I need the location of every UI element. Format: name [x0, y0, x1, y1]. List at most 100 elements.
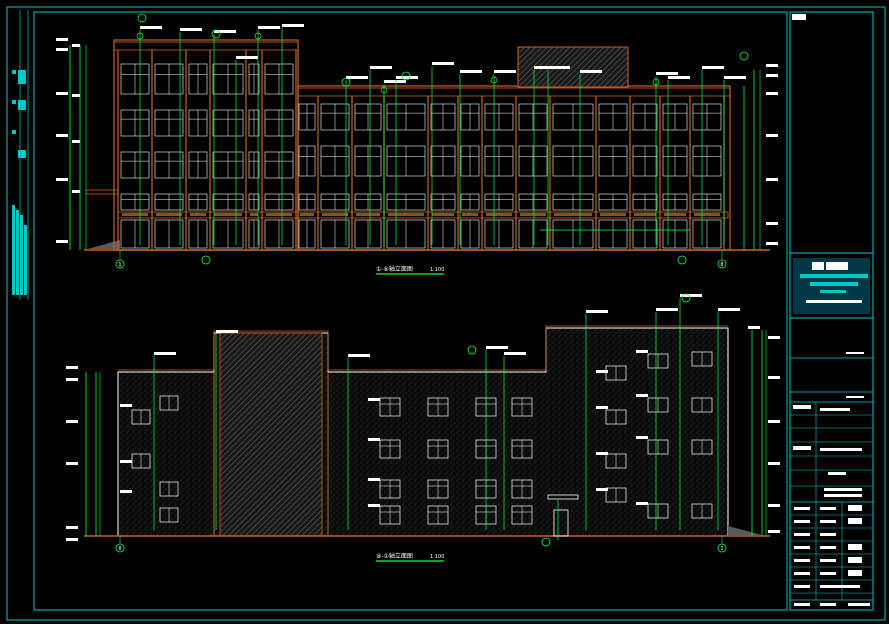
leader-tag [596, 452, 608, 455]
leader-tag [370, 66, 392, 69]
inner-frame [33, 11, 788, 611]
leader-tag [282, 24, 304, 27]
detail-marker [401, 71, 411, 81]
bottom-axis-left: 8 [115, 536, 125, 553]
leader-tag [432, 62, 454, 65]
leader-tag [668, 76, 690, 79]
leader-tag [154, 352, 176, 355]
shopfront-sign [432, 213, 454, 216]
leader-tag [636, 350, 648, 353]
leader-tag [724, 76, 746, 79]
leader-tag [180, 28, 202, 31]
top-elevation-scale: 1:100 [430, 267, 444, 273]
leader-tag [486, 346, 508, 349]
bottom-elevation-title: ⑧-①轴立面图 [376, 552, 413, 560]
leader-tag [548, 66, 570, 69]
leader-tag [656, 308, 678, 311]
leader-tag [120, 404, 132, 407]
shopfront-sign [462, 213, 478, 216]
shopfront-sign [156, 213, 182, 216]
leader-tag [368, 478, 380, 481]
leader-tag [636, 436, 648, 439]
leader-tag [596, 406, 608, 409]
leader-tag [460, 70, 482, 73]
shopfront-sign [214, 213, 242, 216]
bottom-axis-right: 1 [717, 536, 727, 553]
leader-tag [504, 352, 526, 355]
leader-tag [368, 438, 380, 441]
shopfront-sign [554, 213, 592, 216]
leader-tag [120, 490, 132, 493]
leader-tag [534, 66, 556, 69]
leader-tag [348, 354, 370, 357]
leader-tag [140, 26, 162, 29]
shopfront-sign [190, 213, 206, 216]
detail-marker [137, 13, 147, 23]
top-elevation-title: ①-⑧轴立面图 [376, 265, 413, 273]
leader-tag [718, 308, 740, 311]
bottom-elevation-scale: 1:100 [430, 554, 444, 560]
leader-tag [346, 76, 368, 79]
detail-marker [739, 51, 749, 61]
shopfront-sign [486, 213, 512, 216]
shopfront-sign [520, 213, 546, 216]
titleblock-grid [790, 502, 873, 606]
bottom-axis-right-label: 1 [720, 546, 723, 552]
building-logo-icon [800, 262, 868, 303]
detail-marker [677, 255, 687, 265]
top-window-grid [120, 63, 722, 211]
top-facade-right-block [297, 85, 731, 251]
leader-tag [702, 66, 724, 69]
detail-marker [211, 29, 221, 39]
shopfront-sign [694, 213, 720, 216]
detail-marker [341, 77, 351, 87]
shopfront-sign [250, 213, 258, 216]
bottom-stair-tower [219, 332, 323, 537]
shopfront-sign [266, 213, 292, 216]
shopfront-sign [634, 213, 656, 216]
top-facade-left-block [113, 39, 299, 251]
leader-node [490, 76, 498, 84]
bottom-axis-left-label: 8 [118, 546, 121, 552]
top-annotation-leaders [136, 13, 749, 265]
leader-tag [214, 30, 236, 33]
shopfront-sign [300, 213, 314, 216]
binding-strip [12, 10, 29, 300]
leader-tag [384, 80, 406, 83]
shopfront-sign [322, 213, 348, 216]
outer-frame [6, 6, 886, 621]
leader-tag [396, 76, 418, 79]
top-axis-left-label: 1 [118, 262, 121, 268]
elevation-top: 1 8 ①-⑧轴立面图 1:100 [56, 13, 778, 275]
top-dimension-left [56, 38, 87, 250]
bottom-annotation-leaders [120, 293, 740, 547]
leader-node [380, 86, 388, 94]
shopfront-sign [122, 213, 148, 216]
elevation-bottom: 8 1 ⑧-①轴立面图 1:100 [66, 293, 780, 562]
leader-tag [258, 26, 280, 29]
top-axis-right: 8 [717, 250, 727, 269]
top-dimension-right [743, 64, 778, 250]
leader-node [136, 32, 144, 40]
detail-marker [201, 255, 211, 265]
leader-tag [636, 502, 648, 505]
leader-tag [120, 460, 132, 463]
leader-tag [636, 394, 648, 397]
leader-tag [656, 72, 678, 75]
leader-tag [580, 70, 602, 73]
leader-tag [368, 398, 380, 401]
leader-tag [596, 488, 608, 491]
title-block [789, 11, 874, 611]
bottom-dimension-right [748, 326, 780, 536]
leader-tag [368, 504, 380, 507]
bottom-dimension-left [66, 366, 101, 541]
shopfront-sign [356, 213, 380, 216]
leader-tag [680, 294, 702, 297]
detail-marker [467, 345, 477, 355]
detail-marker [681, 293, 691, 303]
leader-tag [596, 370, 608, 373]
detail-marker [541, 537, 551, 547]
leader-tag [216, 330, 238, 333]
shopfront-sign [388, 213, 424, 216]
leader-tag [494, 70, 516, 73]
